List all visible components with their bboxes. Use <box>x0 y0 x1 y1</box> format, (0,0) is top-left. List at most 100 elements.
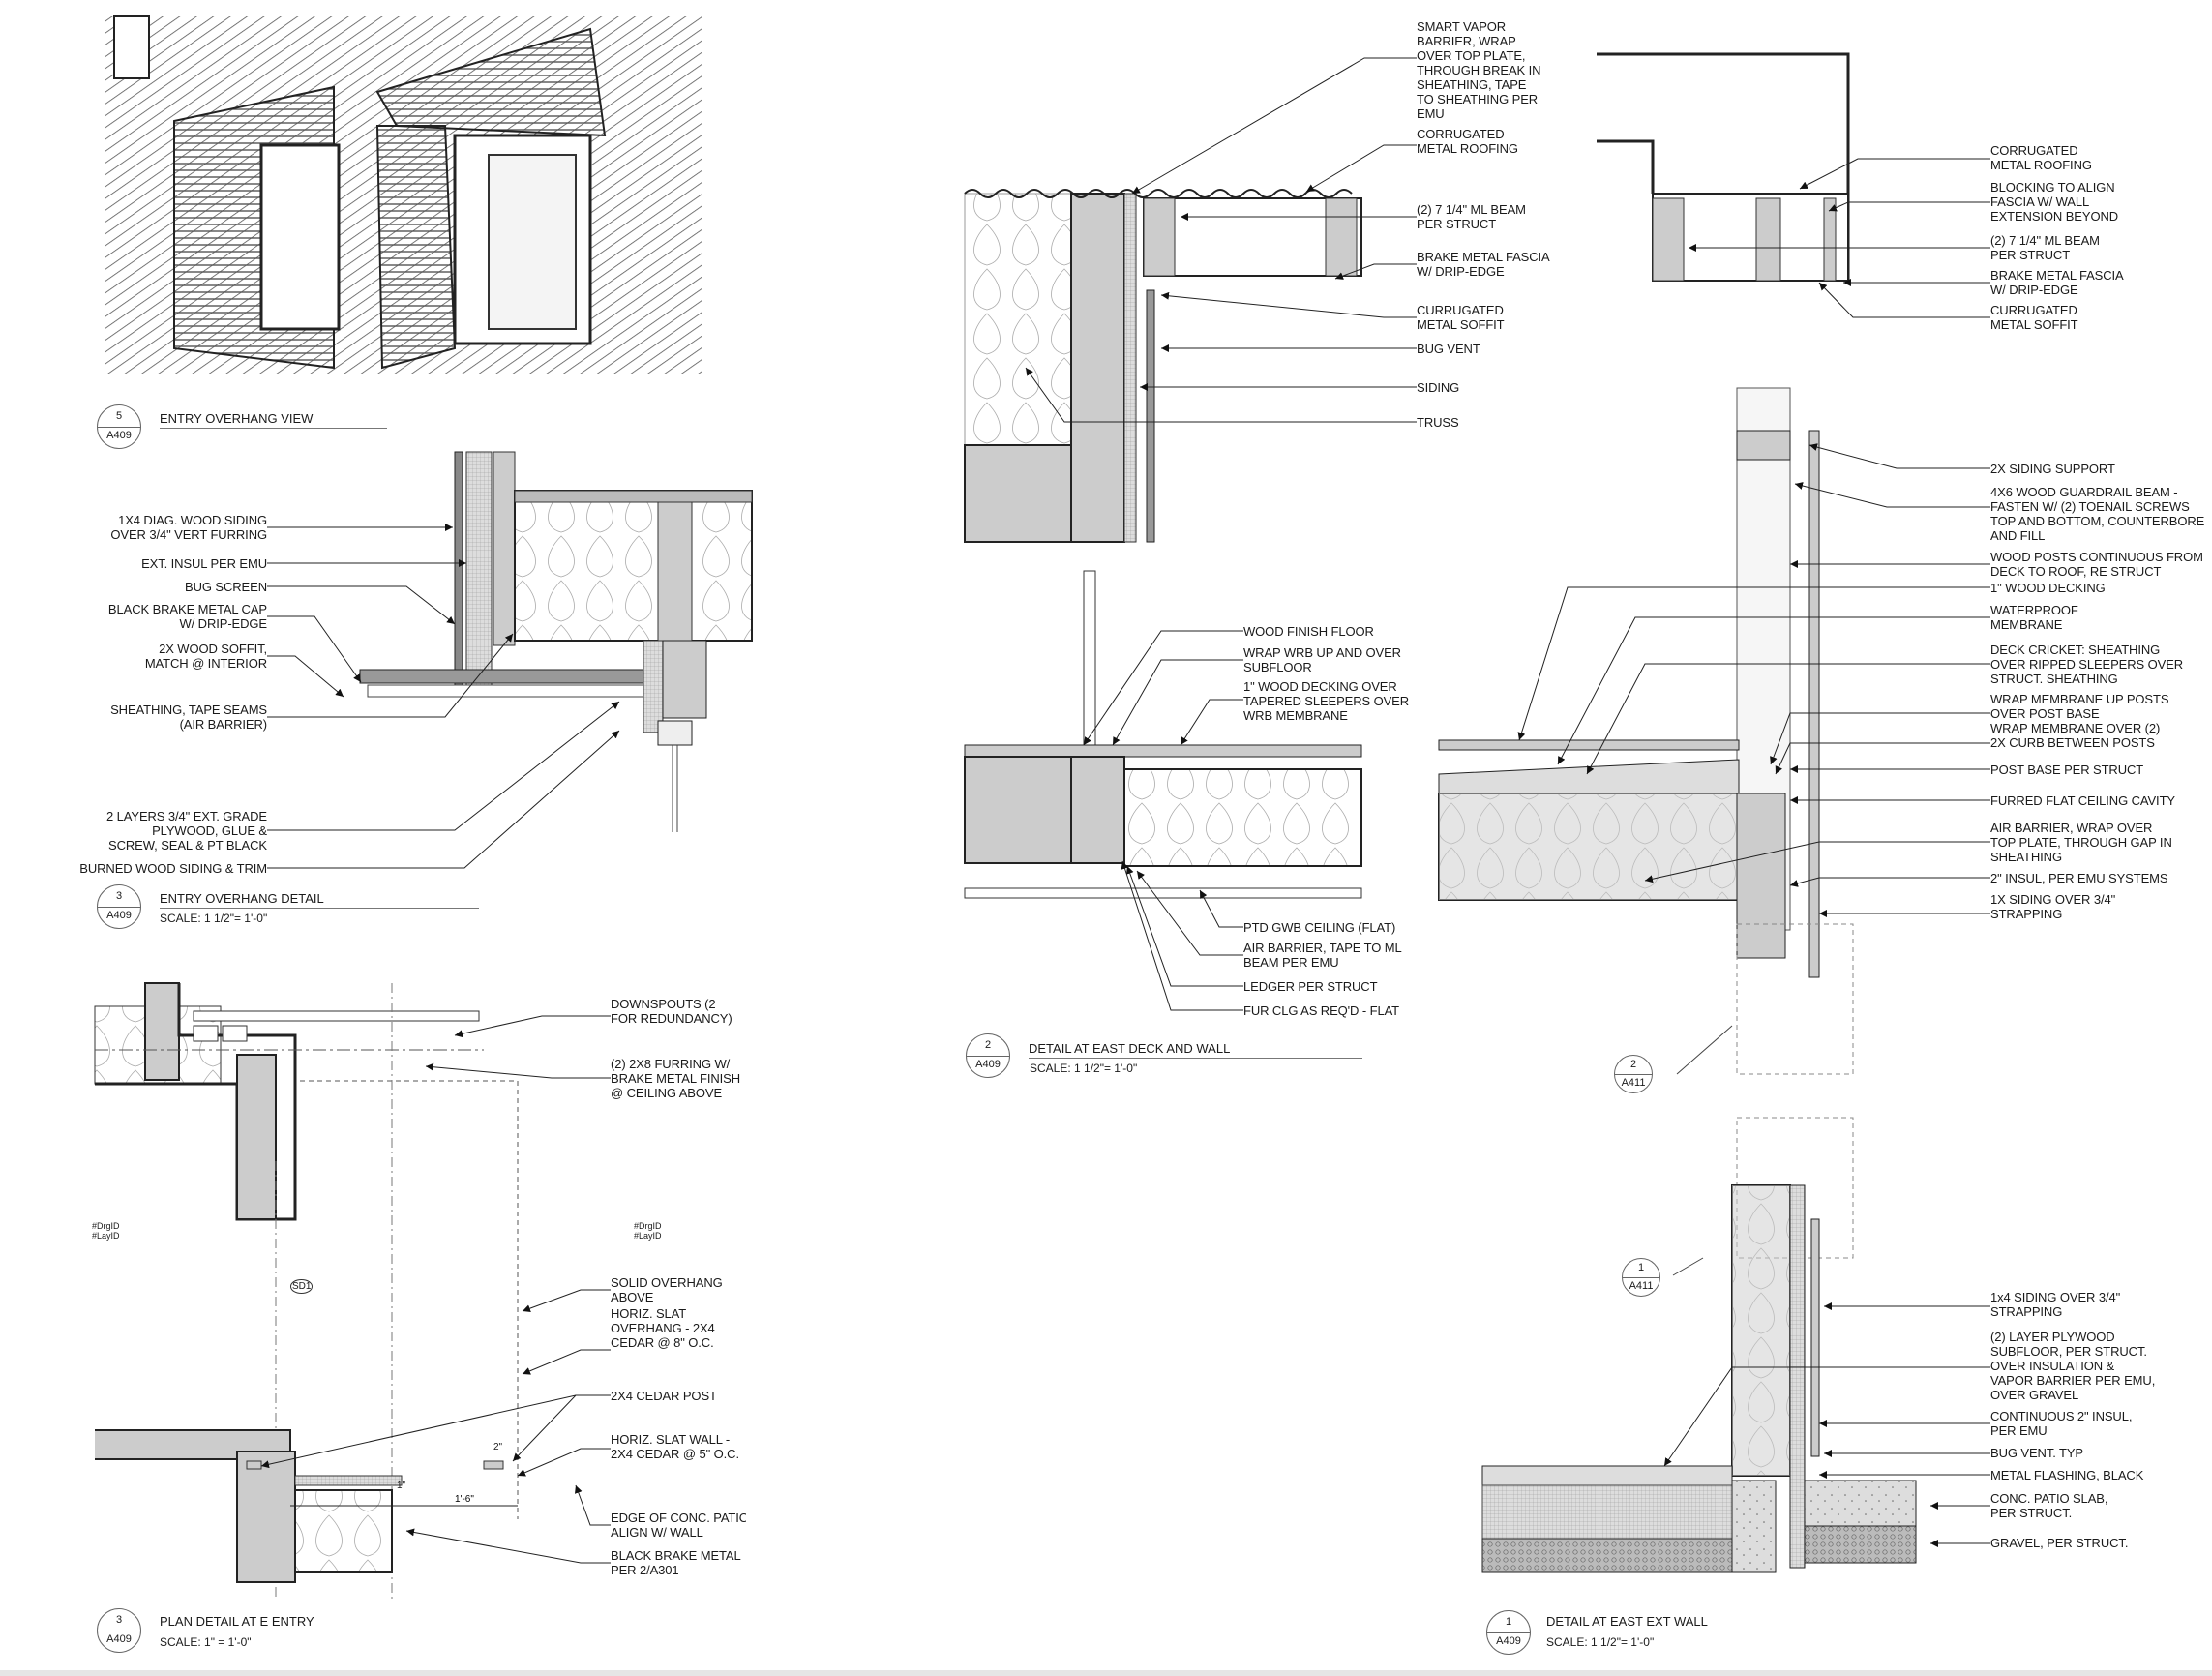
note: (2) 7 1/4" ML BEAM PER STRUCT <box>1417 202 1526 231</box>
note: BLACK BRAKE METAL CAP W/ DRIP-EDGE <box>107 602 267 631</box>
dim-label: 1'-6" <box>455 1494 474 1505</box>
marker-label: #DrgID <box>92 1221 120 1231</box>
elevation-marker[interactable]: #DrgID#LayID <box>634 1221 662 1241</box>
note: BRAKE METAL FASCIA W/ DRIP-EDGE <box>1990 268 2124 297</box>
note: (2) 7 1/4" ML BEAM PER STRUCT <box>1990 233 2100 262</box>
sheet-ref: A411 <box>1615 1074 1652 1089</box>
note: FURRED FLAT CEILING CAVITY <box>1990 793 2175 808</box>
note: 2X SIDING SUPPORT <box>1990 462 2115 476</box>
note: 1" WOOD DECKING <box>1990 581 2106 595</box>
marker-label: #LayID <box>92 1231 120 1241</box>
note: DECK CRICKET: SHEATHING OVER RIPPED SLEE… <box>1990 643 2184 686</box>
detail-number: 2 <box>984 1039 992 1051</box>
note: BRAKE METAL FASCIA W/ DRIP-EDGE <box>1417 250 1550 279</box>
section-marker[interactable]: SD1 <box>290 1279 314 1294</box>
note: 4X6 WOOD GUARDRAIL BEAM - FASTEN W/ (2) … <box>1990 485 2205 543</box>
note: PTD GWB CEILING (FLAT) <box>1243 920 1396 935</box>
sheet-bottom-edge <box>0 1670 2212 1676</box>
note: WOOD POSTS CONTINUOUS FROM DECK TO ROOF,… <box>1990 550 2203 579</box>
note: WATERPROOF MEMBRANE <box>1990 603 2078 632</box>
note: CURRUGATED METAL SOFFIT <box>1417 303 1505 332</box>
note: SMART VAPOR BARRIER, WRAP OVER TOP PLATE… <box>1417 19 1541 121</box>
note: 1" WOOD DECKING OVER TAPERED SLEEPERS OV… <box>1243 679 1410 723</box>
detail-number: 3 <box>115 890 123 902</box>
detail-number: 1 <box>1505 1616 1512 1628</box>
note: BUG VENT. TYP <box>1990 1446 2083 1460</box>
note: CONTINUOUS 2" INSUL, PER EMU <box>1990 1409 2133 1438</box>
deck-section-drawing <box>1438 387 1990 1075</box>
sheet-ref: A409 <box>1487 1632 1530 1647</box>
sheet-ref: A409 <box>98 907 140 921</box>
note: DOWNSPOUTS (2 FOR REDUNDANCY) <box>611 997 732 1026</box>
detail-number: 1 <box>1637 1262 1645 1273</box>
note: BLOCKING TO ALIGN FASCIA W/ WALL EXTENSI… <box>1990 180 2119 224</box>
detail-title: PLAN DETAIL AT E ENTRY <box>160 1614 527 1631</box>
detail-title: DETAIL AT EAST DECK AND WALL <box>1029 1041 1362 1059</box>
detail-scale: SCALE: 1 1/2"= 1'-0" <box>160 912 268 925</box>
note: CORRUGATED METAL ROOFING <box>1417 127 1518 156</box>
detail-number: 2 <box>1629 1059 1637 1070</box>
note: HORIZ. SLAT WALL - 2X4 CEDAR @ 5" O.C. <box>611 1432 739 1461</box>
note: (2) 2X8 FURRING W/ BRAKE METAL FINISH @ … <box>611 1057 741 1100</box>
note: WOOD FINISH FLOOR <box>1243 624 1374 639</box>
sheet-ref: A409 <box>98 427 140 441</box>
note: HORIZ. SLAT OVERHANG - 2X4 CEDAR @ 8" O.… <box>611 1306 715 1350</box>
detail-title: DETAIL AT EAST EXT WALL <box>1546 1614 2103 1631</box>
beam-section-drawing <box>1597 52 1990 318</box>
note: 1x4 SIDING OVER 3/4" STRAPPING <box>1990 1290 2121 1319</box>
note: BLACK BRAKE METAL PER 2/A301 <box>611 1548 741 1577</box>
detail-number: 3 <box>115 1614 123 1626</box>
note: AIR BARRIER, WRAP OVER TOP PLATE, THROUG… <box>1990 821 2172 864</box>
dim-label: 2" <box>493 1442 503 1452</box>
entry-overhang-detail-drawing <box>267 451 753 869</box>
marker-label: #DrgID <box>634 1221 662 1231</box>
note: 2" INSUL, PER EMU SYSTEMS <box>1990 871 2168 885</box>
note: BUG SCREEN <box>185 580 267 594</box>
note: AIR BARRIER, TAPE TO ML BEAM PER EMU <box>1243 941 1402 970</box>
note: POST BASE PER STRUCT <box>1990 763 2144 777</box>
sheet-ref: A409 <box>98 1631 140 1645</box>
note: BUG VENT <box>1417 342 1480 356</box>
note: 2X WOOD SOFFIT, MATCH @ INTERIOR <box>144 642 267 671</box>
entry-overhang-view-drawing <box>105 15 702 374</box>
note: TRUSS <box>1417 415 1459 430</box>
sheet-ref: A409 <box>967 1056 1009 1070</box>
note: WRAP WRB UP AND OVER SUBFLOOR <box>1243 645 1401 674</box>
note: FUR CLG AS REQ'D - FLAT <box>1243 1003 1400 1018</box>
detail-scale: SCALE: 1 1/2"= 1'-0" <box>1030 1062 1138 1075</box>
dim-label: 1" <box>397 1481 406 1491</box>
detail-number: 5 <box>115 410 123 422</box>
note: 2 LAYERS 3/4" EXT. GRADE PLYWOOD, GLUE &… <box>106 809 267 853</box>
plan-detail-drawing: 1'-6" <box>94 982 611 1601</box>
east-ext-wall-drawing <box>1481 1025 1990 1573</box>
note: SHEATHING, TAPE SEAMS (AIR BARRIER) <box>110 703 267 732</box>
note: CORRUGATED METAL ROOFING <box>1990 143 2092 172</box>
note: EDGE OF CONC. PATIO ALIGN W/ WALL <box>611 1511 746 1540</box>
note: 1X4 DIAG. WOOD SIDING OVER 3/4" VERT FUR… <box>110 513 267 542</box>
east-deck-wall-drawing <box>964 57 1417 1011</box>
detail-scale: SCALE: 1" = 1'-0" <box>160 1635 252 1649</box>
note: GRAVEL, PER STRUCT. <box>1990 1536 2129 1550</box>
detail-scale: SCALE: 1 1/2"= 1'-0" <box>1546 1635 1655 1649</box>
note: METAL FLASHING, BLACK <box>1990 1468 2144 1482</box>
note: (2) LAYER PLYWOOD SUBFLOOR, PER STRUCT. … <box>1990 1330 2156 1402</box>
note: SIDING <box>1417 380 1460 395</box>
note: WRAP MEMBRANE UP POSTS OVER POST BASE <box>1990 692 2169 721</box>
elevation-marker[interactable]: #DrgID#LayID <box>92 1221 120 1241</box>
note: BURNED WOOD SIDING & TRIM <box>79 861 267 876</box>
sheet-ref: A411 <box>1623 1277 1659 1292</box>
note: WRAP MEMBRANE OVER (2) 2X CURB BETWEEN P… <box>1990 721 2161 750</box>
note: CONC. PATIO SLAB, PER STRUCT. <box>1990 1491 2108 1520</box>
note: CURRUGATED METAL SOFFIT <box>1990 303 2078 332</box>
note: EXT. INSUL PER EMU <box>141 556 267 571</box>
note: 1X SIDING OVER 3/4" STRAPPING <box>1990 892 2116 921</box>
